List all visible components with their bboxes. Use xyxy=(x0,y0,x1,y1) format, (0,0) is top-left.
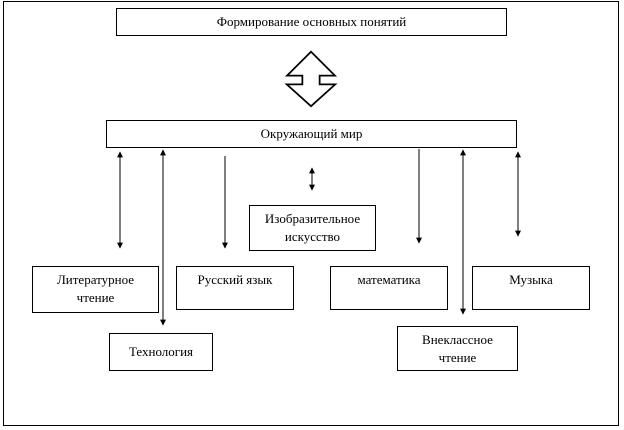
node-literary-reading-label: Литературное чтение xyxy=(56,272,135,305)
node-art: Изобразительное искусство xyxy=(249,205,376,251)
node-music: Музыка xyxy=(472,266,590,310)
node-russian: Русский язык xyxy=(176,266,294,310)
node-math-label: математика xyxy=(357,272,421,287)
title-label: Формирование основных понятий xyxy=(216,14,407,29)
node-technology: Технология xyxy=(109,333,213,371)
node-music-label: Музыка xyxy=(509,272,553,287)
node-art-label: Изобразительное искусство xyxy=(264,211,361,244)
center-box: Окружающий мир xyxy=(106,120,517,148)
node-technology-label: Технология xyxy=(128,344,194,359)
node-extracurricular-reading: Внеклассное чтение xyxy=(397,326,518,371)
title-box: Формирование основных понятий xyxy=(116,8,507,36)
node-russian-label: Русский язык xyxy=(197,272,273,287)
center-label: Окружающий мир xyxy=(260,126,363,141)
double-arrow-icon xyxy=(284,50,338,108)
node-extracurricular-reading-label: Внеклассное чтение xyxy=(422,331,493,365)
node-literary-reading: Литературное чтение xyxy=(32,266,159,313)
node-math: математика xyxy=(330,266,448,310)
